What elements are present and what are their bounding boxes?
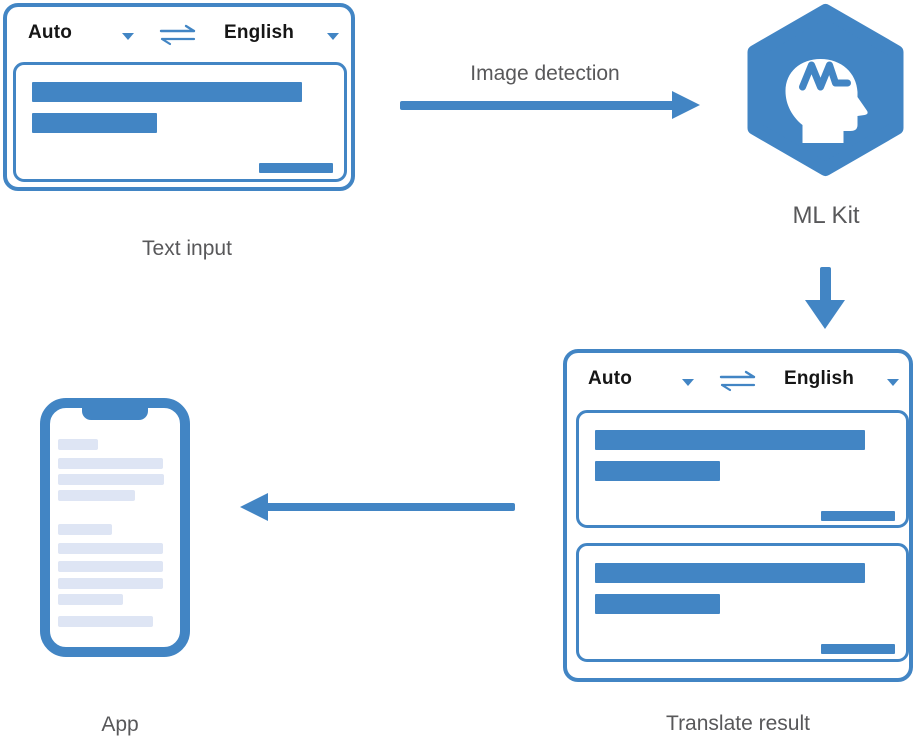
target-language-select[interactable]: English: [224, 22, 295, 43]
chevron-down-icon[interactable]: [682, 379, 694, 386]
translation-result-block: [576, 410, 909, 528]
chevron-down-icon[interactable]: [327, 33, 339, 40]
chevron-down-icon[interactable]: [122, 33, 134, 40]
placeholder-action-link: [259, 163, 333, 173]
placeholder-text-line: [58, 561, 163, 572]
placeholder-text-line: [32, 82, 302, 102]
placeholder-text-line: [595, 461, 720, 481]
translate-result-card: Auto English: [563, 349, 913, 682]
placeholder-text-line: [595, 430, 865, 450]
placeholder-text-line: [32, 113, 157, 133]
ml-kit-logo: [747, 4, 904, 176]
placeholder-text-line: [58, 543, 163, 554]
text-input-area[interactable]: [13, 62, 347, 182]
arrow-result-to-app: [264, 503, 515, 511]
translate-result-caption: Translate result: [666, 712, 810, 735]
placeholder-action-link: [821, 511, 895, 521]
phone-notch: [82, 407, 148, 420]
placeholder-text-line: [58, 616, 153, 627]
placeholder-text-line: [58, 524, 112, 535]
placeholder-action-link: [821, 644, 895, 654]
arrow-text-input-to-mlkit: [400, 101, 674, 110]
image-detection-label: Image detection: [470, 62, 620, 85]
placeholder-text-line: [58, 490, 135, 501]
swap-languages-icon[interactable]: [718, 370, 758, 392]
source-language-select[interactable]: Auto: [588, 368, 633, 389]
arrowhead-left-icon: [240, 493, 268, 521]
arrowhead-down-icon: [805, 300, 845, 329]
text-input-card: Auto English: [3, 3, 355, 191]
target-language-select[interactable]: English: [784, 368, 855, 389]
translation-result-block: [576, 543, 909, 662]
chevron-down-icon[interactable]: [887, 379, 899, 386]
app-caption: App: [101, 713, 139, 736]
source-language-select[interactable]: Auto: [28, 22, 73, 43]
arrowhead-right-icon: [672, 91, 700, 119]
placeholder-text-line: [58, 458, 163, 469]
mlkit-caption: ML Kit: [792, 202, 860, 229]
placeholder-text-line: [58, 439, 98, 450]
placeholder-text-line: [58, 594, 123, 605]
placeholder-text-line: [595, 563, 865, 583]
app-phone-mockup: [40, 398, 190, 657]
arrow-mlkit-to-result: [820, 267, 831, 303]
swap-languages-icon[interactable]: [158, 24, 198, 46]
placeholder-text-line: [58, 474, 164, 485]
placeholder-text-line: [595, 594, 720, 614]
ml-monogram-icon: [799, 61, 851, 91]
text-input-caption: Text input: [142, 237, 232, 260]
placeholder-text-line: [58, 578, 163, 589]
